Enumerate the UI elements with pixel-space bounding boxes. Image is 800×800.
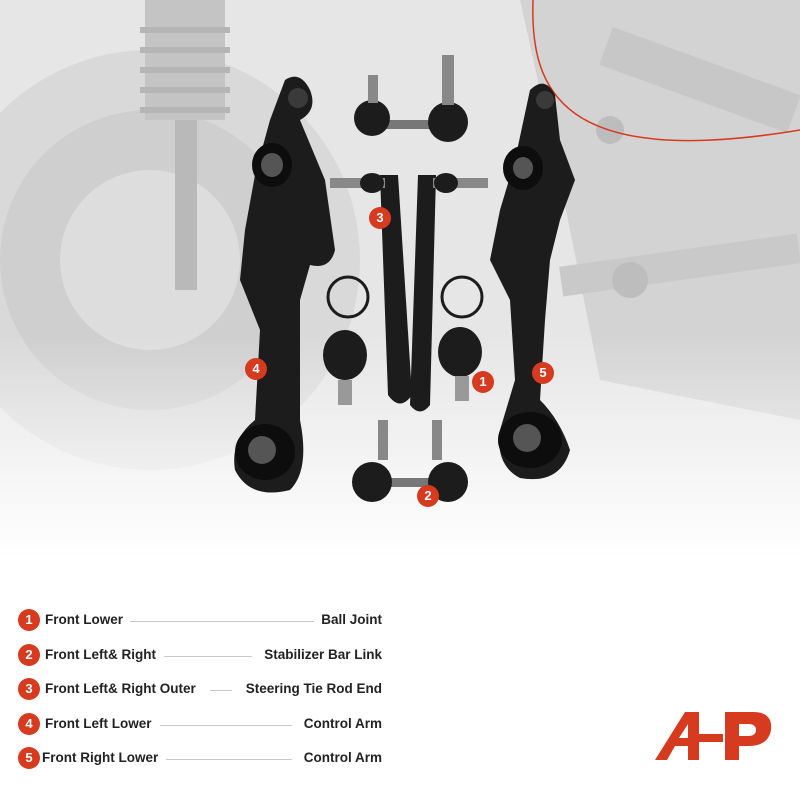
legend-divider	[164, 656, 252, 657]
legend-position: Front Left Lower	[45, 716, 152, 731]
legend-part-name: Control Arm	[303, 716, 382, 731]
stabilizer-bar-links	[352, 55, 468, 502]
legend-position: Front Left& Right Outer	[45, 681, 196, 696]
legend-position: Front Lower	[45, 612, 123, 627]
callout-badge: 2	[417, 485, 439, 507]
legend-divider	[130, 621, 314, 622]
legend-position: Front Right Lower	[42, 750, 159, 765]
legend-divider	[210, 690, 232, 691]
legend-position: Front Left& Right	[45, 647, 156, 662]
ball-joints	[323, 275, 484, 405]
legend-divider	[160, 725, 292, 726]
legend-row: 4 Front Left Lower Control Arm	[18, 713, 382, 735]
callout-badge: 5	[532, 362, 554, 384]
legend-row: 5 Front Right Lower Control Arm	[18, 747, 382, 769]
legend-part-name: Ball Joint	[321, 612, 382, 627]
legend-row: 1 Front Lower Ball Joint	[18, 609, 382, 631]
front-left-lower-control-arm	[234, 76, 335, 493]
legend-part-name: Stabilizer Bar Link	[264, 647, 382, 662]
legend-number-badge: 1	[18, 609, 40, 631]
legend-part-name: Control Arm	[303, 750, 382, 765]
legend-number-badge: 3	[18, 678, 40, 700]
callout-badge: 4	[245, 358, 267, 380]
legend-number-badge: 4	[18, 713, 40, 735]
suspension-parts-kit	[234, 55, 575, 502]
legend-part-name: Steering Tie Rod End	[245, 681, 382, 696]
callout-badge: 1	[472, 371, 494, 393]
legend-row: 2 Front Left& Right Stabilizer Bar Link	[18, 644, 382, 666]
legend-row: 3 Front Left& Right Outer Steering Tie R…	[18, 678, 382, 700]
legend-number-badge: 2	[18, 644, 40, 666]
steering-tie-rod-ends	[330, 173, 488, 412]
front-right-lower-control-arm	[490, 83, 575, 480]
callout-badge: 3	[369, 207, 391, 229]
legend-number-badge: 5	[18, 747, 40, 769]
legend-divider	[166, 759, 292, 760]
ap-logo-icon	[655, 712, 772, 760]
